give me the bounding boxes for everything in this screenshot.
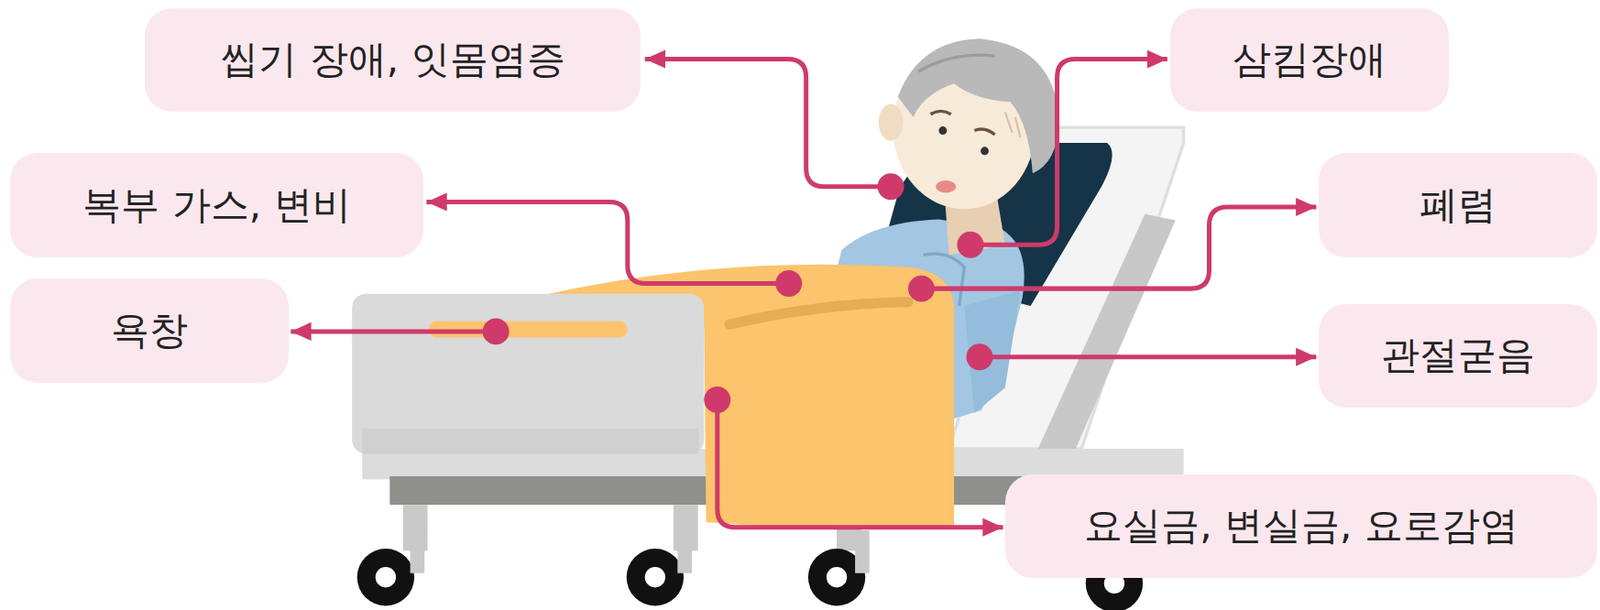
pajama-arm [964,290,1020,414]
hair [898,38,1060,174]
wheel-hub [826,567,847,588]
leader-dot [956,231,984,259]
wheel-hub [645,567,666,588]
callout-box: 씹기 장애, 잇몸염증 [144,8,641,112]
callout-label: 복부 가스, 변비 [82,182,351,229]
callout-label: 관절굳음 [1380,332,1535,379]
leader-lines [290,59,1316,528]
leader-dot [703,386,731,414]
mouth [935,180,956,193]
eyebrow [931,110,952,114]
blanket-fold [729,302,909,325]
callout-label: 씹기 장애, 잇몸염증 [219,36,565,83]
wheel [626,548,684,606]
leader-line [970,59,1168,246]
leader-dot [775,270,802,297]
hair-line [918,54,996,72]
footboard [351,294,704,455]
footboard-base [361,428,699,455]
leader-line [717,399,1004,527]
callout-label: 폐렴 [1419,182,1497,229]
leader-dots [482,173,994,414]
eye [938,126,947,135]
callout-box: 삼킴장애 [1170,8,1449,112]
wheel-fork [677,530,692,574]
wheel [357,548,415,606]
callout-box: 관절굳음 [1318,304,1598,408]
leader-line [920,207,1316,289]
leader-dot [908,275,935,303]
callout-box: 폐렴 [1318,153,1598,258]
leader-line [426,201,789,284]
wheel-hub [375,567,396,588]
eye [980,146,989,155]
leader-dot [482,317,510,345]
leader-dot [965,343,993,371]
wheel-fork [854,530,870,574]
eyebrow [974,129,995,135]
leader-line [979,354,1316,360]
callout-box: 요실금, 변실금, 요로감염 [1005,474,1598,579]
callout-label: 요실금, 변실금, 요로감염 [1084,503,1518,549]
wrinkles [1005,111,1021,138]
wheel-fork [410,530,426,574]
ear [878,104,904,142]
leader-line [290,328,496,334]
callout-label: 욕창 [110,307,188,354]
callout-box: 복부 가스, 변비 [10,153,424,258]
leader-line [645,59,891,187]
leader-dot [877,173,905,200]
callout-label: 삼킴장애 [1232,36,1387,83]
callout-box: 욕창 [10,278,289,384]
